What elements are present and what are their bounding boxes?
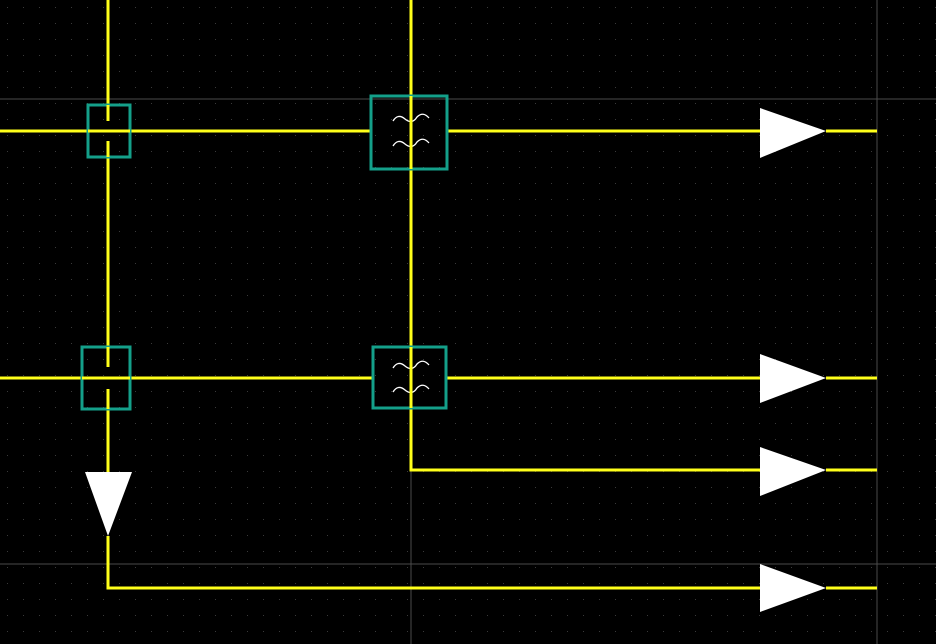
- triangle-arrow-right-icon[interactable]: [760, 447, 826, 496]
- coupler-box-mid[interactable]: [371, 345, 448, 410]
- output-arrows: [85, 108, 826, 612]
- triangle-arrow-right-icon[interactable]: [760, 108, 826, 158]
- wire-left-bottom-route[interactable]: [106, 536, 760, 590]
- junction-box-top[interactable]: [86, 103, 132, 159]
- triangle-arrow-right-icon[interactable]: [760, 354, 826, 403]
- coupler-box-top[interactable]: [369, 94, 449, 171]
- coupler-box-frame: [369, 94, 449, 171]
- wires: [0, 0, 877, 590]
- junction-box-mid[interactable]: [80, 345, 132, 411]
- triangle-arrow-down-icon[interactable]: [85, 472, 132, 536]
- wire-right-bottom-route[interactable]: [409, 408, 760, 472]
- triangle-arrow-right-icon[interactable]: [760, 564, 826, 612]
